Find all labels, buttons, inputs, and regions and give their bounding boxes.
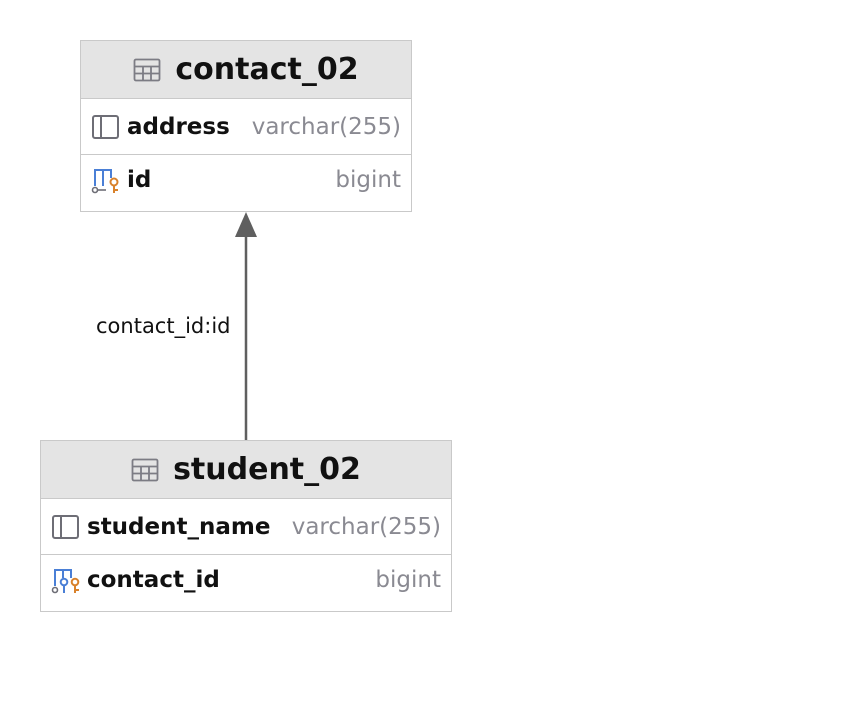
column-type: bigint bbox=[335, 166, 401, 193]
relation-label: contact_id:id bbox=[96, 314, 231, 338]
column-name: contact_id bbox=[87, 566, 220, 593]
column-name: student_name bbox=[87, 513, 271, 540]
table-header[interactable]: contact_02 bbox=[81, 41, 411, 99]
column-type: varchar(255) bbox=[251, 113, 401, 140]
table-contact-02[interactable]: contact_02 address varchar(255) id bigin… bbox=[80, 40, 412, 212]
column-type: bigint bbox=[375, 566, 441, 593]
column-row[interactable]: student_name varchar(255) bbox=[41, 499, 451, 555]
column-row[interactable]: address varchar(255) bbox=[81, 99, 411, 155]
column-type: varchar(255) bbox=[291, 513, 441, 540]
column-icon bbox=[52, 514, 79, 539]
column-row[interactable]: contact_id bigint bbox=[41, 555, 451, 604]
table-header[interactable]: student_02 bbox=[41, 441, 451, 499]
table-title: contact_02 bbox=[175, 51, 359, 87]
primary-key-icon bbox=[91, 168, 119, 193]
table-icon bbox=[133, 58, 161, 81]
foreign-key-icon bbox=[51, 568, 80, 593]
column-name: id bbox=[127, 166, 152, 193]
column-name: address bbox=[127, 113, 230, 140]
table-title: student_02 bbox=[173, 451, 361, 487]
column-row[interactable]: id bigint bbox=[81, 155, 411, 204]
relation-arrowhead bbox=[235, 212, 257, 237]
column-icon bbox=[92, 114, 119, 139]
table-icon bbox=[131, 458, 159, 481]
table-student-02[interactable]: student_02 student_name varchar(255) con… bbox=[40, 440, 452, 612]
